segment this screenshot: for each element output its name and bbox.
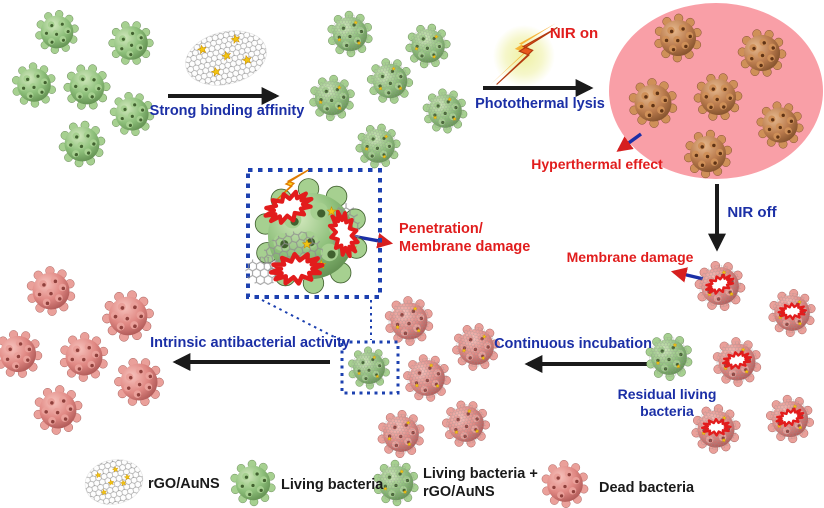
legend-rgo-auns-sheet-icon [84,459,144,505]
label-strong-binding-affinity: Strong binding affinity [149,103,305,119]
damaged-bacterium-icon [766,286,818,340]
label-hyperthermal-effect: Hyperthermal effect [531,156,663,172]
living-bacterium-rgo-icon [307,72,358,124]
dead-bacterium-rgo-icon [376,408,427,460]
living-bacterium-icon [57,57,117,117]
damaged-bacterium-icon [765,393,816,445]
inset-magnified-bacterium [245,169,368,295]
living-bacterium-rgo-icon [401,19,455,74]
damaged-bacterium-icon [713,337,761,386]
label-nir-on: NIR on [549,25,599,42]
living-bacterium-rgo-icon [351,119,404,173]
living-bacterium-icon [103,15,159,71]
label-penetration-membrane-damage: Penetration/ Membrane damage [399,221,531,255]
legend-label-rgo-auns: rGO/AuNS [148,476,220,492]
inset-zoom-box [246,168,382,299]
living-bacterium-icon [11,62,57,108]
damaged-bacterium-icon [692,257,749,315]
nir-laser-icon [490,23,559,87]
rgo-auns-sheet-icon [185,30,267,86]
dead-bacterium-icon [109,351,169,413]
living-bacterium-icon [230,459,276,507]
label-membrane-damage: Membrane damage [566,249,694,265]
dead-bacterium-rgo-icon [401,351,453,405]
process-arrows [168,79,726,373]
small-zoom-box [340,340,400,395]
legend-label-living-bacteria-rgo: Living bacteria + rGO/AuNS [423,466,538,500]
living-bacterium-rgo-icon [421,87,468,135]
label-nir-off: NIR off [727,204,777,221]
legend-label-living-bacteria: Living bacteria [281,477,384,493]
legend-label-dead-bacteria: Dead bacteria [599,480,695,496]
dead-bacterium-icon [26,265,76,317]
dead-bacterium-icon [0,325,46,383]
label-residual-living-bacteria: Residual living bacteria [617,386,717,420]
label-photothermal-lysis: Photothermal lysis [475,96,605,112]
dead-bacterium-rgo-icon [385,296,433,345]
dead-bacterium-icon [30,381,86,439]
living-bacterium-icon [31,6,83,58]
dead-bacterium-rgo-icon [438,396,493,452]
living-bacterium-rgo-icon [348,347,389,390]
label-intrinsic-antibacterial-activity: Intrinsic antibacterial activity [150,335,350,351]
living-bacterium-icon [54,116,110,172]
living-bacterium-rgo-icon [646,333,692,381]
label-continuous-incubation: Continuous incubation [494,336,652,352]
living-bacterium-rgo-icon [364,55,416,108]
living-bacterium-rgo-icon [328,11,373,57]
dead-bacterium-icon [57,329,111,385]
hyperthermal-callout-arrow [616,132,642,152]
inset-connector-lines [261,299,372,343]
dead-bacterium-icon [541,459,589,508]
